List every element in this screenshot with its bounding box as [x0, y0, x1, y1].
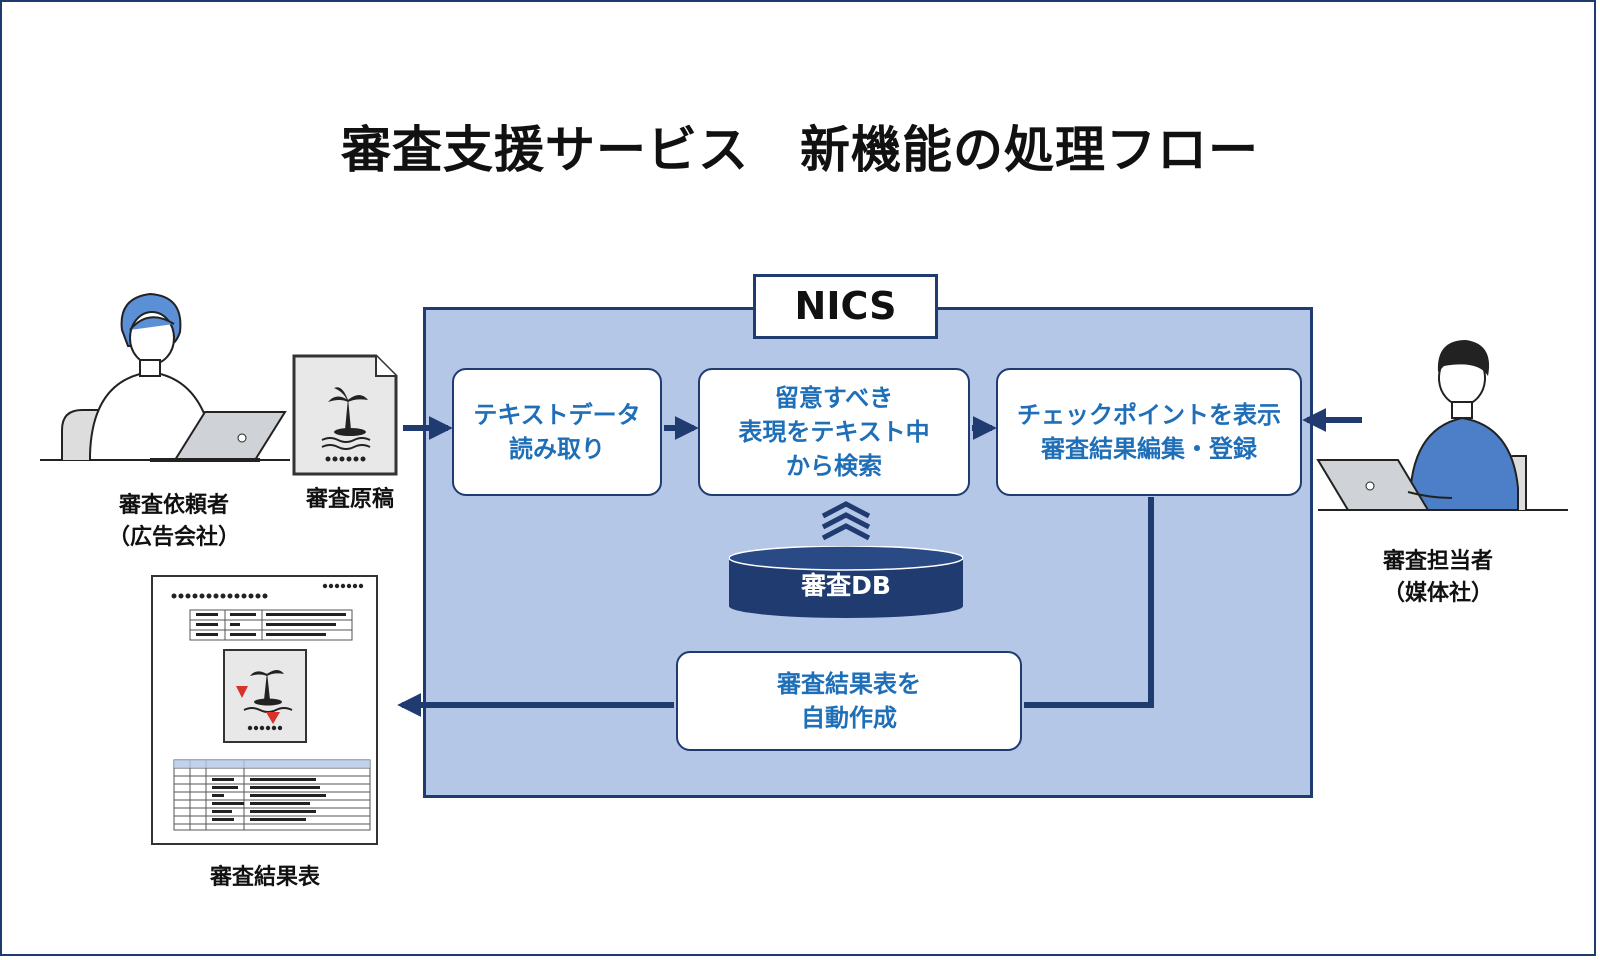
reviewer-person-icon — [1316, 340, 1568, 511]
step-auto-generate-result-table: 審査結果表を 自動作成 — [676, 651, 1022, 751]
database-label: 審査DB — [801, 571, 891, 600]
manuscript-caption: 審査原稿 — [305, 487, 394, 512]
result-table-caption: 審査結果表 — [209, 865, 320, 890]
database-lookup-chevrons-icon — [821, 501, 871, 541]
result-table-document-icon — [151, 575, 378, 845]
manuscript-document-icon — [292, 354, 398, 476]
review-database-cylinder — [729, 546, 963, 618]
diagram-title: 審査支援サービス 新機能の処理フロー — [341, 121, 1259, 179]
requester-caption: 審査依頼者 （広告会社） — [107, 493, 240, 550]
nics-label: NICS — [753, 274, 938, 339]
step-expression-search: 留意すべき 表現をテキスト中 から検索 — [698, 368, 970, 496]
step-text-extraction: テキストデータ 読み取り — [452, 368, 662, 496]
requester-person-icon — [40, 292, 290, 462]
connector-checkpoint-to-autogen — [1024, 497, 1154, 708]
reviewer-caption: 審査担当者 （媒体社） — [1382, 549, 1493, 606]
step-checkpoint-display: チェックポイントを表示 審査結果編集・登録 — [996, 368, 1302, 496]
